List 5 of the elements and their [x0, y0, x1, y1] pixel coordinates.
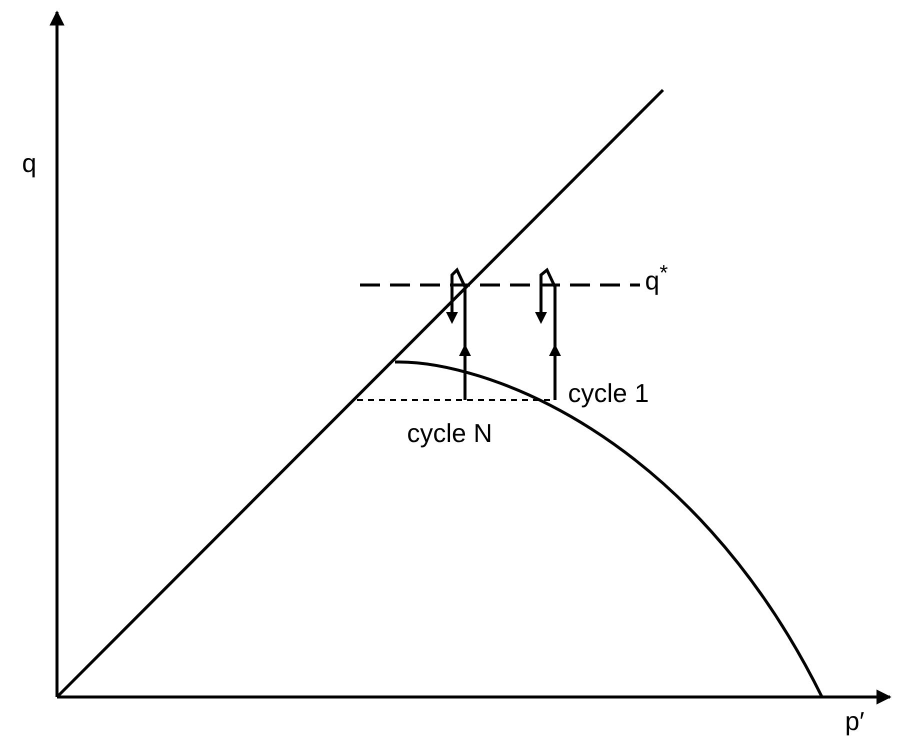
curve-label: cycle N — [407, 420, 492, 446]
curve-label: cycle 1 — [568, 380, 649, 406]
axis-label: q — [22, 150, 36, 176]
axis-label: p′ — [845, 708, 864, 734]
axis-label: q$^{*}$ — [645, 262, 668, 294]
